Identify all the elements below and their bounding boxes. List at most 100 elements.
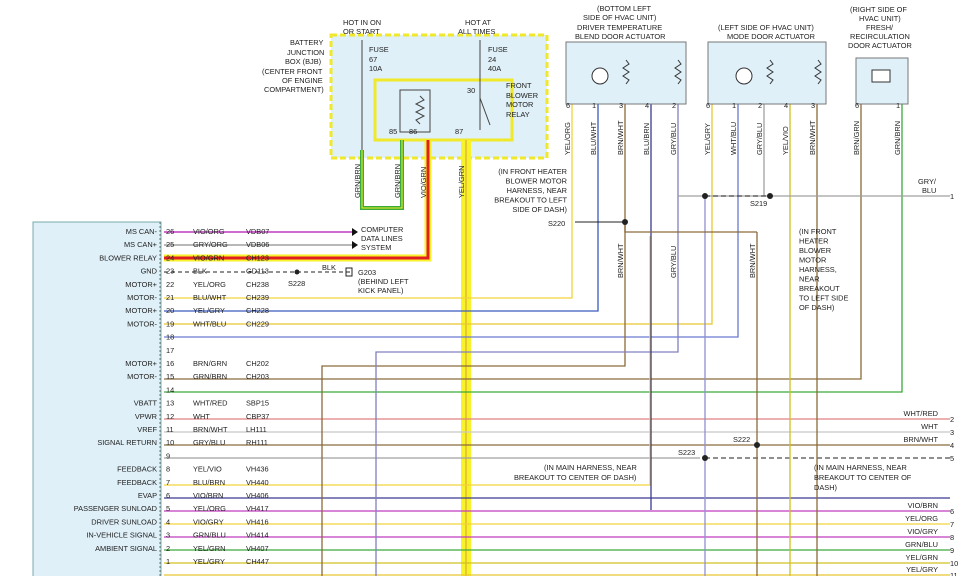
s219-note-line: HEATER <box>799 237 828 246</box>
blend-pot-icon <box>622 59 630 85</box>
bjb-label-3: (CENTER FRONT <box>262 67 323 76</box>
pin-circuit: CH447 <box>246 557 269 566</box>
blend-title-2: DRIVER TEMPERATURE <box>577 23 662 32</box>
s222-dot <box>754 442 760 448</box>
fuse2-label-2: 40A <box>488 64 501 73</box>
wire-yel-org-22 <box>164 104 573 299</box>
fresh-pin-number: 6 <box>855 101 859 110</box>
pin-wire-color: YEL/ORG <box>193 504 226 513</box>
pin-function-label: MOTOR- <box>127 293 157 302</box>
s220-note-line: (IN FRONT HEATER <box>498 167 567 176</box>
pin-circuit: VDB06 <box>246 240 269 249</box>
pin-number: 10 <box>166 438 174 447</box>
mode-wire-label: YEL/VIO <box>781 126 790 155</box>
pin-wire-color: WHT <box>193 412 210 421</box>
pin-wire-color: BLU/BRN <box>193 478 225 487</box>
relay-coil-box <box>399 89 431 133</box>
pin-number: 7 <box>166 478 170 487</box>
fresh-title-0: (RIGHT SIDE OF <box>850 5 907 14</box>
pin-circuit: CH238 <box>246 280 269 289</box>
s220-note-line: BREAKOUT TO LEFT <box>494 196 567 205</box>
pin-number: 19 <box>166 319 174 328</box>
pin-function-label: VREF <box>137 425 157 434</box>
pin-87: 87 <box>455 127 463 136</box>
mode-pin-number: 2 <box>758 101 762 110</box>
pin-circuit: SBP15 <box>246 399 269 408</box>
blend-title-3: BLEND DOOR ACTUATOR <box>575 32 665 41</box>
pin-number: 2 <box>166 544 170 553</box>
right-connector-num: 9 <box>950 546 954 555</box>
s219-note-line: BREAKOUT <box>799 284 840 293</box>
pin-function-label: IN-VEHICLE SIGNAL <box>86 531 157 540</box>
fuse1-label-1: 67 <box>369 55 377 64</box>
relay-switch <box>479 97 491 126</box>
pin-function-label: VPWR <box>135 412 157 421</box>
wire-wht-blu-19 <box>164 104 739 338</box>
top-right-label-0: GRY/ <box>918 177 937 186</box>
bjb-label-4: OF ENGINE <box>282 76 323 85</box>
s219-note-line: OF DASH) <box>799 303 834 312</box>
pin-circuit: CH123 <box>246 253 269 262</box>
bjb-label-2: BOX (BJB) <box>285 57 321 66</box>
pin-number: 18 <box>166 333 174 342</box>
blk-label: BLK <box>322 263 336 272</box>
s222-note-0: (IN MAIN HARNESS, NEAR <box>814 463 907 472</box>
mode-pin-number: 3 <box>811 101 815 110</box>
fresh-wire-label: GRN/BRN <box>893 121 902 155</box>
pin-number: 15 <box>166 372 174 381</box>
right-connector-num: 4 <box>950 441 954 450</box>
mid-wire-label-1: GRY/BLU <box>669 246 678 278</box>
right-connector-num: 2 <box>950 415 954 424</box>
right-edge-labels: WHT/RED2WHT3BRN/WHT45VIO/BRN6YEL/ORG7VIO… <box>904 409 959 576</box>
hot-all-label-1: HOT AT <box>465 18 491 27</box>
wire-grn-brn-15 <box>164 104 903 393</box>
pin-number: 14 <box>166 385 174 394</box>
pin-wire-color: YEL/GRY <box>193 557 225 566</box>
s223-dot <box>702 455 708 461</box>
right-wire-color: VIO/GRY <box>907 527 938 536</box>
pin-number: 12 <box>166 412 174 421</box>
fresh-actuator-box <box>855 57 909 105</box>
pin-function-label: FEEDBACK <box>117 465 157 474</box>
blend-wire-label: GRY/BLU <box>669 123 678 155</box>
pin-circuit: CH239 <box>246 293 269 302</box>
mode-wire-label: GRY/BLU <box>755 123 764 155</box>
right-wire-color: BRN/WHT <box>904 435 939 444</box>
s223-note-1: BREAKOUT TO CENTER OF DASH) <box>514 473 636 482</box>
pin-85: 85 <box>389 127 397 136</box>
fuse2-label-0: FUSE <box>488 45 508 54</box>
s220-note-line: SIDE OF DASH) <box>512 205 567 214</box>
pin-wire-color: YEL/GRY <box>193 306 225 315</box>
pin-function-label: MOTOR- <box>127 319 157 328</box>
pin-number: 22 <box>166 280 174 289</box>
pin-number: 6 <box>166 491 170 500</box>
pin-function-label: BLOWER RELAY <box>99 253 157 262</box>
pin-number: 26 <box>166 227 174 236</box>
s222-label: S222 <box>733 435 750 444</box>
wire-label-grn-brn-1: GRN/BRN <box>353 164 362 198</box>
pin-wire-color: GRN/BLU <box>193 531 226 540</box>
pin-number: 5 <box>166 504 170 513</box>
s219-note: (IN FRONTHEATERBLOWERMOTORHARNESS,NEARBR… <box>799 227 848 312</box>
s219-dot-b <box>767 193 773 199</box>
s223-note-0: (IN MAIN HARNESS, NEAR <box>544 463 637 472</box>
fresh-wire-label: BRN/GRN <box>852 121 861 155</box>
blend-pin-number: 2 <box>672 101 676 110</box>
pin-wire-color: VIO/GRN <box>193 253 224 262</box>
pin-wire-color: VIO/ORG <box>193 227 225 236</box>
pin-function-label: AMBIENT SIGNAL <box>95 544 157 553</box>
s220-note-line: HARNESS, NEAR <box>507 186 567 195</box>
pin-number: 13 <box>166 399 174 408</box>
pin-circuit: RH111 <box>246 438 268 447</box>
pin-wire-color: YEL/GRN <box>193 544 225 553</box>
pin-circuit: VH436 <box>246 465 269 474</box>
blend-wire-label: BLU/BRN <box>642 123 651 155</box>
blend-actuator-box <box>565 41 687 105</box>
mode-wire-label: YEL/GRY <box>703 123 712 155</box>
fuse2-label-1: 24 <box>488 55 496 64</box>
arrow-can-plus <box>352 241 358 249</box>
pin-30: 30 <box>467 86 475 95</box>
blend-title-0: (BOTTOM LEFT <box>597 4 652 13</box>
blend-title-1: SIDE OF HVAC UNIT) <box>583 13 656 22</box>
